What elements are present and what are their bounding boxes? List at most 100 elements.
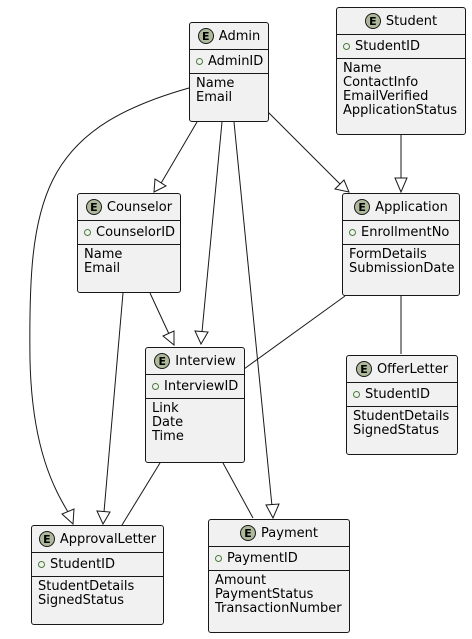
key-dot-icon (349, 229, 356, 236)
edge-counselor-interview (149, 292, 170, 335)
entity-application-title: Application (375, 199, 448, 215)
edge-admin-interview-arrowhead (194, 330, 209, 346)
entity-counselor-title: Counselor (106, 199, 173, 215)
entity-application-attributes: FormDetails SubmissionDate (343, 245, 459, 279)
entity-badge-icon: E (354, 199, 371, 215)
entity-offerletter[interactable]: E OfferLetter StudentID StudentDetails S… (346, 355, 458, 455)
edge-admin-approvalletter (29, 87, 190, 513)
entity-payment-header: E Payment (209, 520, 349, 546)
entity-payment-attr: PaymentStatus (215, 587, 314, 602)
edge-application-interview (243, 295, 346, 370)
entity-application-key: EnrollmentNo (361, 225, 450, 240)
entity-admin-header: E Admin (190, 23, 268, 49)
entity-approvalletter-attributes: StudentDetails SignedStatus (32, 577, 163, 611)
entity-student-attr: EmailVerified (343, 89, 429, 104)
entity-approvalletter-key-row: StudentID (32, 553, 163, 576)
entity-interview-attr: Link (152, 401, 179, 416)
entity-counselor-header: E Counselor (78, 194, 180, 220)
entity-badge-icon: E (364, 13, 381, 29)
entity-counselor-attributes: Name Email (78, 245, 180, 279)
key-dot-icon (38, 561, 45, 568)
entity-admin-key: AdminID (208, 54, 264, 69)
entity-payment-key: PaymentID (227, 551, 298, 566)
entity-payment-attr: TransactionNumber (215, 601, 342, 616)
entity-payment[interactable]: E Payment PaymentID Amount PaymentStatus… (208, 519, 350, 633)
entity-admin-key-row: AdminID (190, 50, 268, 73)
entity-student-header: E Student (337, 8, 465, 34)
entity-admin-attr: Email (196, 90, 233, 105)
edge-admin-payment (233, 121, 273, 507)
key-dot-icon (84, 229, 91, 236)
entity-application-attr: FormDetails (349, 247, 427, 262)
entity-interview-attr: Time (152, 429, 184, 444)
entity-offerletter-key-row: StudentID (347, 383, 457, 406)
entity-admin[interactable]: E Admin AdminID Name Email (189, 22, 269, 122)
entity-payment-attr: Amount (215, 573, 267, 588)
entity-admin-attr: Name (196, 76, 235, 91)
entity-offerletter-attr: StudentDetails (353, 409, 450, 424)
entity-approvalletter-attr: StudentDetails (38, 579, 135, 594)
entity-interview-title: Interview (175, 353, 236, 369)
entity-payment-key-row: PaymentID (209, 547, 349, 570)
key-dot-icon (343, 43, 350, 50)
entity-approvalletter-header: E ApprovalLetter (32, 526, 163, 552)
entity-student-key: StudentID (355, 39, 421, 54)
entity-interview-key: InterviewID (164, 379, 239, 394)
entity-offerletter-attr: SignedStatus (353, 423, 440, 438)
edge-admin-interview (201, 121, 223, 333)
edge-admin-application (267, 111, 341, 185)
entity-payment-attributes: Amount PaymentStatus TransactionNumber (209, 571, 349, 619)
entity-approvalletter-key: StudentID (50, 557, 116, 572)
entity-counselor-key-row: CounselorID (78, 221, 180, 244)
entity-student-title: Student (385, 13, 438, 29)
entity-student-key-row: StudentID (337, 35, 465, 58)
entity-badge-icon: E (197, 28, 214, 44)
entity-badge-icon: E (154, 353, 171, 369)
entity-application[interactable]: E Application EnrollmentNo FormDetails S… (342, 193, 460, 296)
entity-interview-attr: Date (152, 415, 184, 430)
edge-admin-approvalletter-arrowhead (61, 508, 75, 526)
entity-student[interactable]: E Student StudentID Name ContactInfo Ema… (336, 7, 466, 135)
entity-student-attr: ApplicationStatus (343, 103, 458, 118)
entity-offerletter-header: E OfferLetter (347, 356, 457, 382)
entity-offerletter-attributes: StudentDetails SignedStatus (347, 407, 457, 441)
entity-interview[interactable]: E Interview InterviewID Link Date Time (145, 347, 245, 463)
edge-interview-approvalletter (121, 462, 161, 526)
edge-counselor-approvalletter (103, 292, 124, 513)
entity-student-attr: Name (343, 61, 382, 76)
edge-admin-application-arrowhead (333, 179, 350, 193)
edge-interview-payment (222, 462, 254, 519)
entity-counselor-key: CounselorID (96, 225, 176, 240)
entity-offerletter-key: StudentID (365, 387, 431, 402)
edge-student-application-arrowhead (394, 177, 408, 194)
entity-student-attr: ContactInfo (343, 75, 419, 90)
entity-badge-icon: E (85, 199, 102, 215)
entity-approvalletter[interactable]: E ApprovalLetter StudentID StudentDetail… (31, 525, 164, 625)
key-dot-icon (152, 383, 159, 390)
entity-offerletter-title: OfferLetter (376, 361, 449, 377)
edge-admin-payment-arrowhead (265, 503, 280, 520)
edge-admin-counselor (159, 121, 198, 186)
entity-admin-title: Admin (218, 28, 261, 44)
edge-counselor-approvalletter-arrowhead (96, 510, 111, 526)
entity-counselor[interactable]: E Counselor CounselorID Name Email (77, 193, 181, 293)
entity-badge-icon: E (38, 531, 55, 547)
entity-approvalletter-attr: SignedStatus (38, 593, 125, 608)
entity-badge-icon: E (240, 525, 257, 541)
key-dot-icon (353, 391, 360, 398)
key-dot-icon (196, 58, 203, 65)
key-dot-icon (215, 555, 222, 562)
entity-counselor-attr: Email (84, 261, 121, 276)
entity-student-attributes: Name ContactInfo EmailVerified Applicati… (337, 59, 465, 121)
entity-approvalletter-title: ApprovalLetter (59, 531, 157, 547)
entity-admin-attributes: Name Email (190, 74, 268, 108)
entity-interview-attributes: Link Date Time (146, 399, 244, 447)
edge-counselor-interview-arrowhead (162, 330, 175, 347)
entity-interview-header: E Interview (146, 348, 244, 374)
entity-badge-icon: E (355, 361, 372, 377)
edge-admin-counselor-arrowhead (153, 178, 168, 193)
entity-interview-key-row: InterviewID (146, 375, 244, 398)
entity-counselor-attr: Name (84, 247, 123, 262)
entity-application-header: E Application (343, 194, 459, 220)
